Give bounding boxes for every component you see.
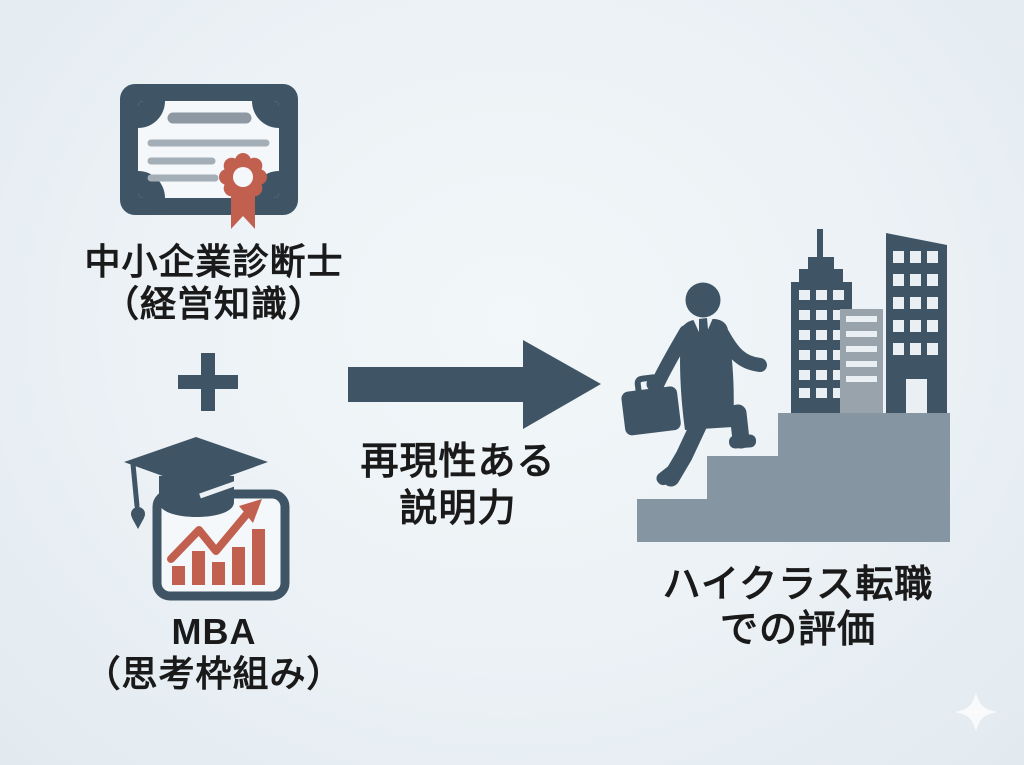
businessman-torso [680,319,734,430]
businessman-back-foot [656,463,681,486]
cap-board [124,437,268,488]
goal-label-line1: ハイクラス転職 [662,564,934,606]
growth-arrow [167,499,262,563]
mba-label-line1: MBA [171,611,257,652]
certificate-ribbon-seal [219,153,267,229]
qualification-label-line2: （経営知識） [102,283,326,324]
building-middle-windows [846,316,877,382]
briefcase-body [621,386,681,436]
process-label-line1: 再現性ある [360,441,556,483]
businessman-hand [646,376,662,392]
qualification-label-line1: 中小企業診断士 [84,241,344,282]
plus-icon [178,353,238,411]
building-left-windows [799,290,844,398]
businessman-climbing-stairs-icon [621,282,767,487]
right-arrow-icon [348,340,601,429]
certificate-icon [120,84,298,229]
sparkle-icon [955,692,997,732]
certificate-corner-ornaments [138,101,279,198]
stairs-icon [637,413,950,542]
goal-label-line2: での評価 [719,609,877,651]
qualification-label: 中小企業診断士 （経営知識） [84,241,343,325]
businessman-head [685,282,721,318]
businessman-right-arm [716,328,767,372]
buildings-icon [791,229,947,413]
process-label-line2: 説明力 [399,488,517,530]
businessman-front-foot [729,434,757,449]
businessman-front-leg [698,404,750,449]
businessman-tie [699,318,709,351]
goal-label: ハイクラス転職 での評価 [663,563,934,653]
process-label: 再現性ある 説明力 [360,439,555,533]
cap-band [159,476,234,517]
mba-label: MBA （思考枠組み） [84,611,343,695]
cap-tassel [130,461,145,529]
graduation-cap-chart-icon [124,437,290,601]
mba-label-line2: （思考枠組み） [84,653,344,694]
growth-chart-bars [172,529,265,585]
building-door [906,379,927,413]
building-right-windows [893,251,938,413]
certificate-text-lines [147,112,270,182]
graduation-cap [124,437,269,529]
